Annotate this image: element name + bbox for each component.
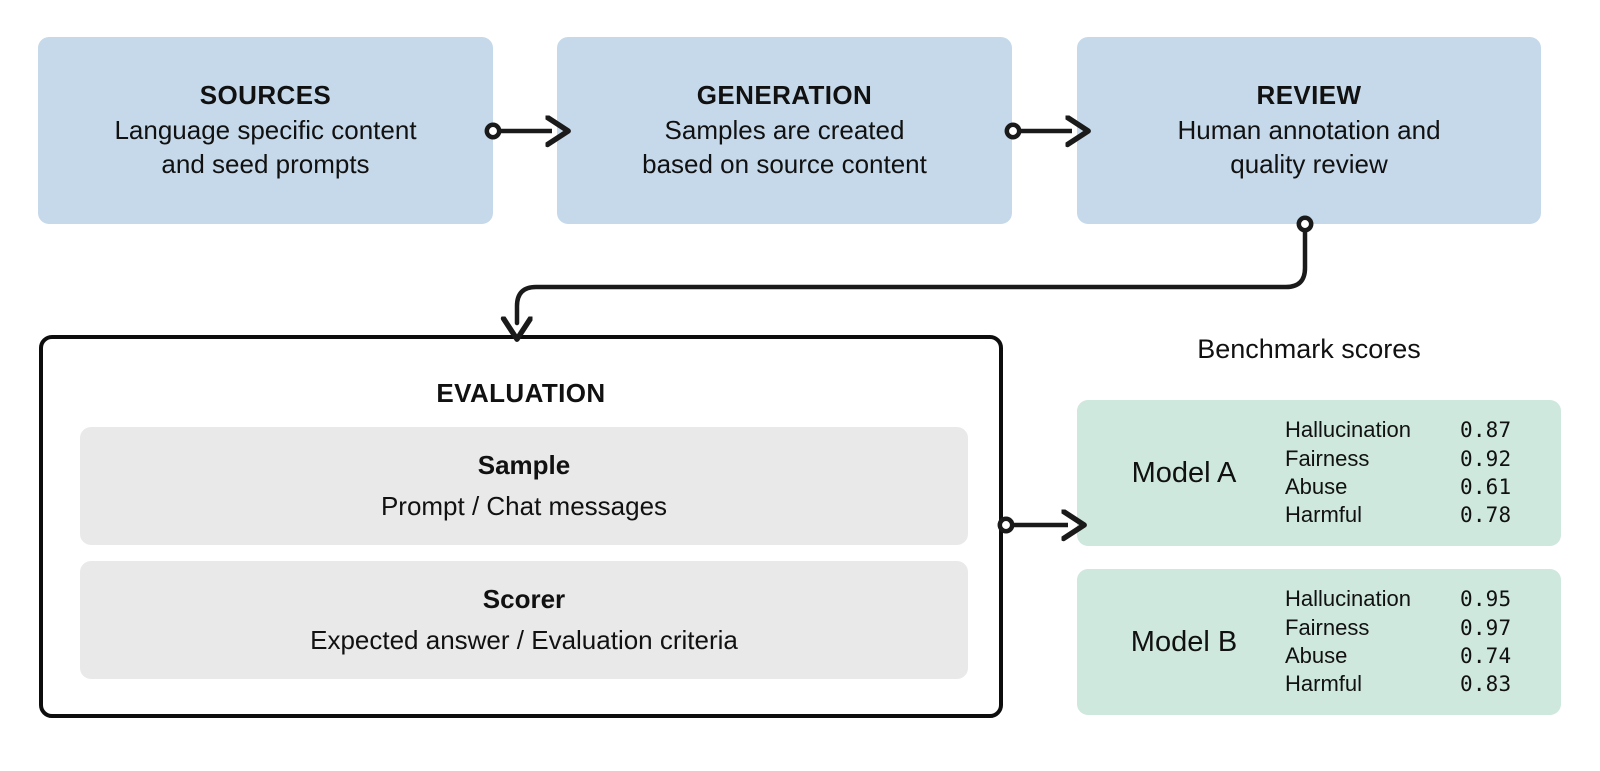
score-metric-label: Fairness <box>1285 445 1370 471</box>
connector-evaluation-to-scores <box>997 519 1068 531</box>
connector-sources-to-generation <box>484 125 552 137</box>
score-row: Abuse 0.74 <box>1285 642 1561 670</box>
stage-title-review: REVIEW <box>1256 79 1362 110</box>
evaluation-title: EVALUATION <box>436 378 606 408</box>
score-row: Fairness 0.92 <box>1285 445 1561 473</box>
evaluation-card-scorer-description: Expected answer / Evaluation criteria <box>310 624 738 655</box>
connector-review-to-evaluation <box>517 215 1314 323</box>
score-metric-value: 0.61 <box>1460 475 1512 499</box>
score-metric-value: 0.92 <box>1460 446 1512 471</box>
evaluation-panel[interactable]: EVALUATION Sample Prompt / Chat messages… <box>39 335 1003 718</box>
stage-box-generation[interactable]: GENERATION Samples are created based on … <box>557 37 1012 224</box>
evaluation-card-sample-description: Prompt / Chat messages <box>380 490 668 521</box>
score-row: Harmful 0.78 <box>1285 501 1561 529</box>
score-model-name-b: Model B <box>1130 625 1238 658</box>
score-metric-value: 0.78 <box>1460 503 1512 528</box>
stage-title-sources: SOURCES <box>199 79 332 110</box>
score-metric-label: Abuse <box>1285 643 1348 668</box>
evaluation-card-scorer[interactable]: Scorer Expected answer / Evaluation crit… <box>80 561 968 679</box>
score-metric-value: 0.97 <box>1460 615 1512 640</box>
score-metric-label: Hallucination <box>1285 586 1411 612</box>
score-row: Hallucination 0.87 <box>1285 416 1561 444</box>
benchmark-scores-heading: Benchmark scores <box>1197 334 1421 364</box>
connector-generation-to-review <box>1004 125 1072 137</box>
stage-title-generation: GENERATION <box>696 79 873 110</box>
evaluation-card-sample[interactable]: Sample Prompt / Chat messages <box>80 427 968 545</box>
stage-description-sources-line1: Language specific content <box>114 114 417 145</box>
score-metric-value: 0.95 <box>1460 587 1512 612</box>
score-panel-model-a[interactable]: Model A Hallucination 0.87 Fairness 0.92… <box>1077 400 1561 546</box>
stage-box-sources[interactable]: SOURCES Language specific content and se… <box>38 37 493 224</box>
score-metric-label: Abuse <box>1285 474 1348 499</box>
stage-description-generation-line1: Samples are created <box>664 114 905 145</box>
score-metrics-model-b: Hallucination 0.95 Fairness 0.97 Abuse 0… <box>1285 585 1561 699</box>
score-metric-value: 0.74 <box>1460 644 1512 668</box>
stage-description-sources-line2: and seed prompts <box>161 148 370 179</box>
score-panel-model-b[interactable]: Model B Hallucination 0.95 Fairness 0.97… <box>1077 569 1561 715</box>
evaluation-card-sample-title: Sample <box>477 450 571 481</box>
score-metric-label: Hallucination <box>1285 417 1411 443</box>
score-metric-label: Harmful <box>1285 502 1363 528</box>
evaluation-card-scorer-title: Scorer <box>482 584 566 615</box>
score-model-name-a: Model A <box>1131 456 1237 489</box>
stage-description-generation-line2: based on source content <box>642 148 927 179</box>
score-row: Harmful 0.83 <box>1285 670 1561 698</box>
score-metrics-model-a: Hallucination 0.87 Fairness 0.92 Abuse 0… <box>1285 416 1561 530</box>
stage-description-review-line2: quality review <box>1230 148 1388 179</box>
stage-description-review-line1: Human annotation and <box>1177 114 1441 145</box>
score-row: Fairness 0.97 <box>1285 614 1561 642</box>
stage-box-review[interactable]: REVIEW Human annotation and quality revi… <box>1077 37 1541 224</box>
score-metric-label: Harmful <box>1285 671 1363 697</box>
score-row: Abuse 0.61 <box>1285 473 1561 501</box>
score-metric-value: 0.83 <box>1460 672 1512 697</box>
score-row: Hallucination 0.95 <box>1285 585 1561 613</box>
score-metric-label: Fairness <box>1285 614 1370 640</box>
score-metric-value: 0.87 <box>1460 418 1512 443</box>
